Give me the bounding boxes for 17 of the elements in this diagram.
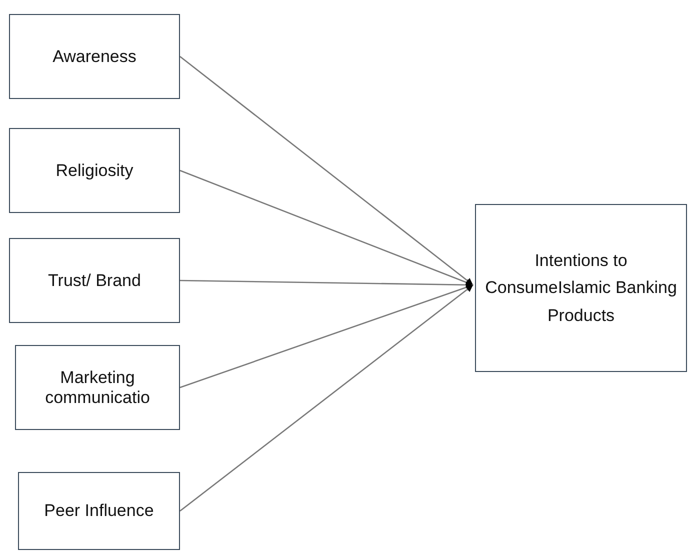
factor-box [9,14,180,99]
box-label: Awareness [52,46,136,66]
factor-box [9,238,180,323]
box-label: Marketing communicatio [44,368,151,408]
factor-box [15,345,180,430]
outcome-box [475,204,687,372]
box-label: Religiosity [56,160,134,180]
box-label: Intentions to ConsumeIslamic Banking Products [484,250,678,327]
factor-box [9,128,180,213]
arrow [180,280,473,288]
factor-box [18,472,180,550]
arrow [180,284,474,512]
arrow [180,284,474,388]
arrow [180,170,474,286]
arrow [180,56,474,286]
box-label: Trust/ Brand [48,270,141,290]
box-label: Peer Influence [44,501,154,521]
